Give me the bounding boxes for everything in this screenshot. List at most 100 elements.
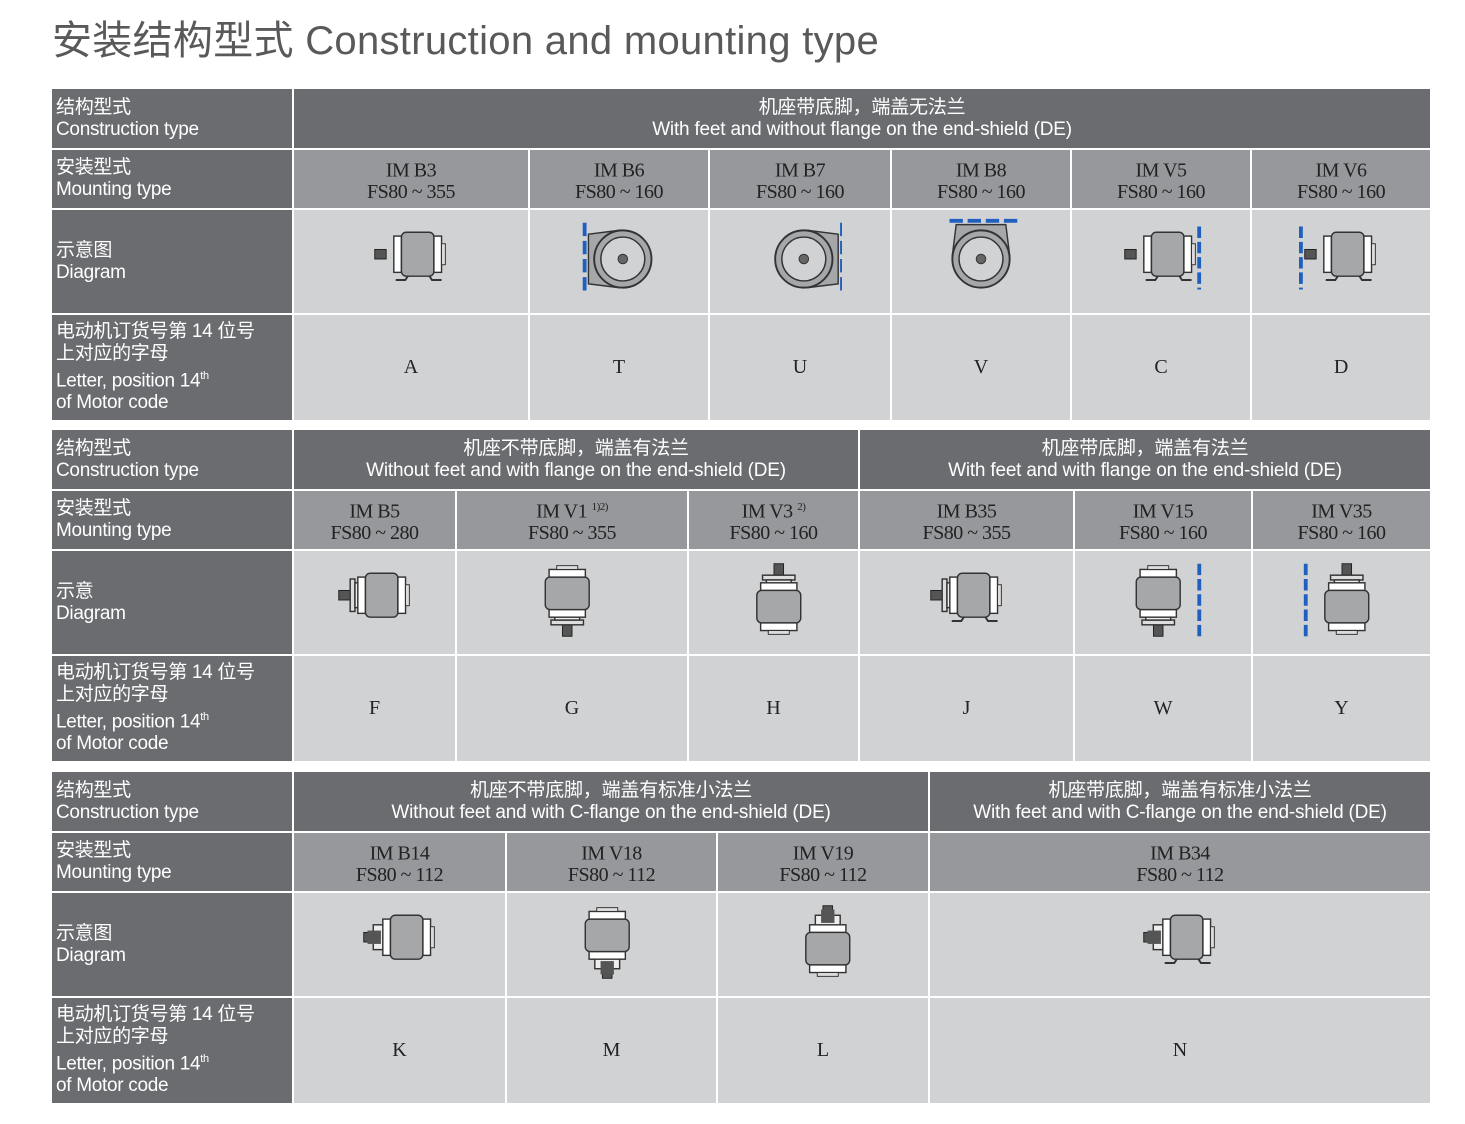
motor-code-letter: U — [708, 313, 892, 422]
label-zh: 电动机订货号第 14 位号 — [56, 1003, 255, 1025]
motor-horiz-wall-right-icon — [1119, 226, 1203, 305]
mounting-type-cell: IM V35 FS80 ~ 160 — [1251, 489, 1433, 551]
footnote-ref: 2) — [797, 500, 806, 513]
frame-size-range: FS80 ~ 112 — [779, 864, 867, 887]
diagram-cell — [1249, 208, 1433, 315]
motor-code-letter: W — [1073, 654, 1254, 763]
diagram-cell — [292, 549, 457, 656]
im-code: IM V19 — [792, 842, 854, 865]
mounting-type-cell: IM B34 FS80 ~ 112 — [928, 831, 1433, 893]
frame-size-range: FS80 ~ 112 — [355, 864, 444, 887]
mounting-type-cell: IM V15 FS80 ~ 160 — [1073, 489, 1254, 551]
motor-end-left-icon — [577, 222, 661, 305]
im-code: IM B6 — [593, 159, 645, 182]
frame-size-range: FS80 ~ 355 — [922, 522, 1011, 545]
mounting-type-cell: IM V19 FS80 ~ 112 — [715, 831, 931, 893]
motor-code-letter: F — [292, 654, 457, 763]
group-en: Without feet and with flange on the end-… — [366, 459, 786, 481]
im-code: IM B8 — [955, 159, 1007, 182]
motor-end-right-icon — [758, 222, 844, 305]
group-en: With feet and with flange on the end-shi… — [948, 459, 1342, 481]
label-en: of Motor code — [56, 733, 169, 755]
label-en: Diagram — [56, 261, 126, 283]
motor-vert-cflange-down-icon — [570, 907, 654, 988]
diagram-cell — [1251, 549, 1433, 656]
motor-code-letter: D — [1249, 313, 1433, 422]
motor-code-letter: C — [1070, 313, 1252, 422]
im-code: IM B5 — [349, 500, 400, 523]
label-zh: 安装型式 — [56, 840, 131, 861]
label-zh: 示意图 — [56, 239, 113, 261]
mounting-type-cell: IM V3 2)FS80 ~ 160 — [686, 489, 861, 551]
frame-size-range: FS80 ~ 160 — [574, 181, 664, 204]
label-zh: 上对应的字母 — [56, 342, 169, 364]
group-zh: 机座不带底脚，端盖有标准小法兰 — [470, 779, 753, 801]
frame-size-range: FS80 ~ 355 — [527, 522, 617, 545]
group-zh: 机座不带底脚，端盖有法兰 — [463, 437, 689, 459]
label-zh: 结构型式 — [56, 779, 131, 801]
label-zh: 电动机订货号第 14 位号 — [56, 661, 255, 683]
label-zh: 上对应的字母 — [56, 1025, 169, 1047]
frame-size-range: FS80 ~ 160 — [729, 522, 818, 545]
label-en: Construction type — [56, 118, 199, 140]
mounting-type-cell: IM V18 FS80 ~ 112 — [505, 831, 718, 893]
mounting-type-cell: IM B3 FS80 ~ 355 — [292, 148, 530, 210]
diagram-cell — [505, 891, 718, 998]
label-sup: th — [200, 369, 209, 382]
label-en: of Motor code — [56, 1075, 169, 1097]
diagram-cell — [890, 208, 1072, 315]
label-en: Diagram — [56, 944, 126, 966]
diagram-cell — [715, 891, 931, 998]
frame-size-range: FS80 ~ 112 — [1136, 864, 1224, 887]
label-sup: th — [200, 1052, 209, 1065]
motor-code-letter: G — [455, 654, 689, 763]
diagram-cell — [928, 891, 1433, 998]
motor-vert-down-icon — [530, 565, 614, 646]
mounting-type-cell: IM B6 FS80 ~ 160 — [528, 148, 710, 210]
label-sup: th — [200, 710, 209, 723]
label-zh: 安装型式 — [56, 157, 131, 178]
diagram-cell — [708, 208, 892, 315]
motor-code-letter: A — [292, 313, 530, 422]
im-code: IM B14 — [369, 842, 430, 865]
label-en: Construction type — [56, 801, 199, 823]
motor-vert-down-wall-icon — [1121, 563, 1205, 646]
label-en: Mounting type — [56, 179, 172, 200]
motor-horiz-cflange-icon — [358, 914, 442, 988]
motor-horiz-cflange-feet-icon — [1138, 914, 1222, 988]
motor-code-letter: T — [528, 313, 710, 422]
frame-size-range: FS80 ~ 160 — [1297, 181, 1386, 204]
label-en: Construction type — [56, 459, 199, 481]
label-en: of Motor code — [56, 392, 169, 414]
im-code: IM B3 — [385, 159, 437, 182]
im-code: IM B35 — [936, 500, 997, 523]
group-zh: 机座带底脚，端盖有标准小法兰 — [1048, 779, 1312, 801]
label-en: Mounting type — [56, 862, 172, 883]
motor-code-letter: M — [505, 996, 718, 1105]
frame-size-range: FS80 ~ 280 — [330, 522, 419, 545]
label-en: Mounting type — [56, 520, 172, 541]
group-en: Without feet and with C-flange on the en… — [391, 801, 831, 823]
label-zh: 安装型式 — [56, 498, 131, 519]
frame-size-range: FS80 ~ 355 — [366, 181, 456, 204]
label-zh: 示意图 — [56, 922, 113, 944]
diagram-cell — [455, 549, 689, 656]
motor-code-letter: L — [715, 996, 931, 1105]
label-en: Letter, position 14 — [56, 711, 201, 733]
group-zh: 机座带底脚，端盖无法兰 — [758, 96, 966, 118]
diagram-cell — [292, 208, 530, 315]
mounting-type-cell: IM B35 FS80 ~ 355 — [858, 489, 1076, 551]
im-code: IM V35 — [1311, 500, 1372, 523]
